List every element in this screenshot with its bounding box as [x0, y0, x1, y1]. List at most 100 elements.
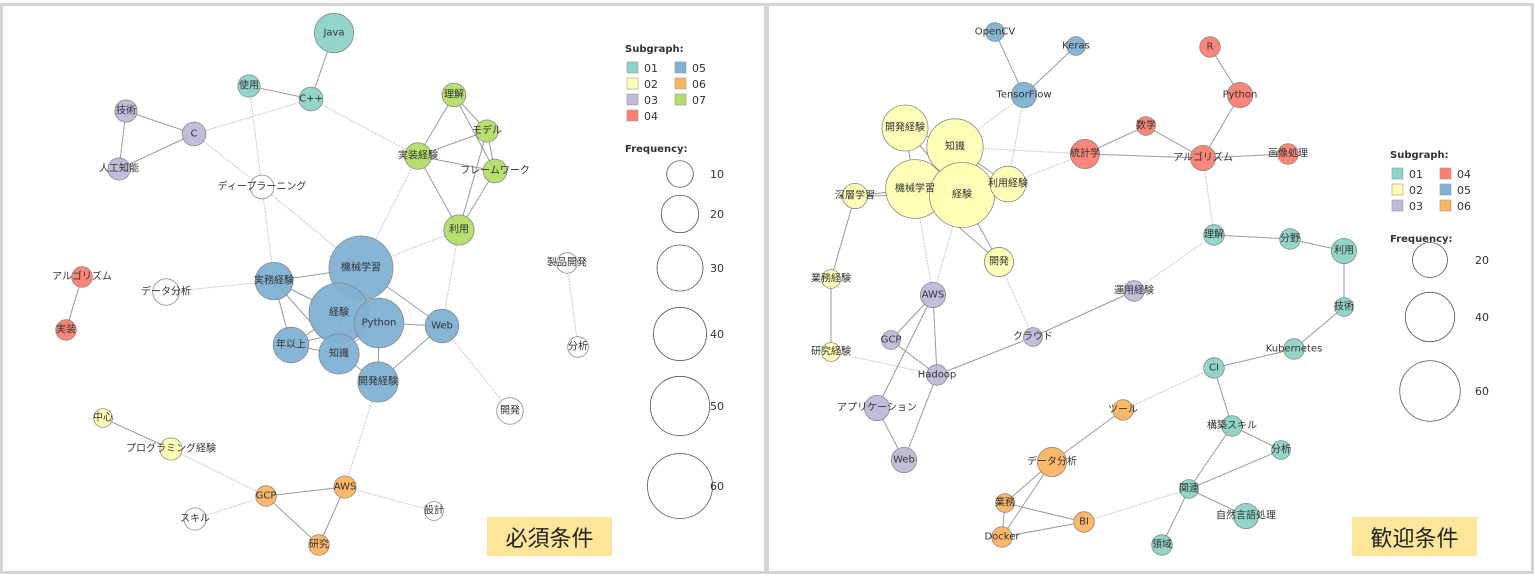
node-circle[interactable] — [1277, 143, 1299, 165]
node-circle[interactable] — [1232, 502, 1259, 529]
node-circle[interactable] — [567, 336, 589, 358]
node-circle[interactable] — [107, 157, 131, 181]
node[interactable] — [1279, 228, 1301, 250]
node[interactable] — [1203, 357, 1225, 379]
node-circle[interactable] — [249, 174, 275, 200]
node-circle[interactable] — [985, 22, 1005, 42]
node[interactable] — [183, 507, 207, 531]
node-circle[interactable] — [1226, 82, 1253, 109]
node[interactable] — [567, 336, 589, 358]
node-circle[interactable] — [1334, 297, 1354, 317]
node-circle[interactable] — [482, 158, 508, 184]
node-circle[interactable] — [1010, 82, 1037, 109]
node-circle[interactable] — [1023, 327, 1043, 347]
node[interactable] — [1136, 116, 1156, 136]
node-circle[interactable] — [1279, 228, 1301, 250]
node-circle[interactable] — [357, 361, 399, 403]
node-circle[interactable] — [1123, 280, 1145, 302]
node-circle[interactable] — [989, 165, 1027, 203]
node-circle[interactable] — [891, 446, 918, 473]
node-circle[interactable] — [441, 82, 467, 108]
node[interactable] — [1221, 415, 1243, 437]
node[interactable] — [443, 214, 475, 246]
node-circle[interactable] — [991, 526, 1013, 548]
node[interactable] — [926, 364, 948, 386]
node[interactable] — [1023, 327, 1043, 347]
node[interactable] — [1277, 143, 1299, 165]
node[interactable] — [441, 82, 467, 108]
node[interactable] — [1037, 447, 1067, 477]
node-circle[interactable] — [1112, 399, 1134, 421]
node[interactable] — [482, 158, 508, 184]
node[interactable] — [1123, 280, 1145, 302]
node-circle[interactable] — [55, 319, 77, 341]
node[interactable] — [556, 252, 578, 274]
node-circle[interactable] — [181, 121, 207, 147]
node[interactable] — [1331, 237, 1358, 264]
node[interactable] — [298, 86, 324, 112]
node-circle[interactable] — [919, 281, 946, 308]
node[interactable] — [333, 475, 357, 499]
node[interactable] — [919, 281, 946, 308]
node-circle[interactable] — [821, 342, 841, 362]
node-circle[interactable] — [475, 119, 499, 143]
node[interactable] — [995, 493, 1015, 513]
node[interactable] — [1334, 297, 1354, 317]
node[interactable] — [1070, 139, 1100, 169]
node-circle[interactable] — [1331, 237, 1358, 264]
node[interactable] — [159, 437, 183, 461]
node-circle[interactable] — [1151, 534, 1173, 556]
node[interactable] — [237, 74, 261, 98]
node-circle[interactable] — [443, 214, 475, 246]
node[interactable] — [475, 119, 499, 143]
node-circle[interactable] — [1271, 440, 1291, 460]
node[interactable] — [881, 104, 929, 152]
node[interactable] — [1283, 338, 1305, 360]
node-circle[interactable] — [152, 278, 180, 306]
node-circle[interactable] — [1136, 116, 1156, 136]
node-circle[interactable] — [881, 330, 901, 350]
node[interactable] — [1189, 144, 1216, 171]
node-circle[interactable] — [926, 364, 948, 386]
node[interactable] — [424, 501, 444, 521]
node-circle[interactable] — [1179, 479, 1199, 499]
node[interactable] — [249, 174, 275, 200]
node[interactable] — [107, 157, 131, 181]
node-circle[interactable] — [424, 501, 444, 521]
node-circle[interactable] — [353, 297, 405, 349]
node[interactable] — [891, 446, 918, 473]
node[interactable] — [821, 342, 841, 362]
node-circle[interactable] — [318, 333, 360, 375]
node[interactable] — [357, 361, 399, 403]
node-circle[interactable] — [1203, 224, 1225, 246]
node-circle[interactable] — [496, 397, 524, 425]
node-circle[interactable] — [1199, 36, 1221, 58]
node[interactable] — [55, 319, 77, 341]
node[interactable] — [71, 266, 93, 288]
node-circle[interactable] — [404, 142, 432, 170]
node-circle[interactable] — [237, 74, 261, 98]
node-circle[interactable] — [1283, 338, 1305, 360]
node[interactable] — [255, 485, 277, 507]
node[interactable] — [424, 308, 460, 344]
node-circle[interactable] — [333, 475, 357, 499]
node-circle[interactable] — [313, 12, 355, 54]
node[interactable] — [1073, 511, 1095, 533]
node[interactable] — [114, 99, 138, 123]
node[interactable] — [984, 247, 1014, 277]
node[interactable] — [1232, 502, 1259, 529]
node[interactable] — [181, 121, 207, 147]
node-circle[interactable] — [864, 394, 891, 421]
node-circle[interactable] — [1037, 447, 1067, 477]
node-circle[interactable] — [114, 99, 138, 123]
node-circle[interactable] — [183, 507, 207, 531]
node[interactable] — [1271, 440, 1291, 460]
node-circle[interactable] — [1203, 357, 1225, 379]
node[interactable] — [821, 269, 841, 289]
node[interactable] — [1179, 479, 1199, 499]
node-circle[interactable] — [255, 485, 277, 507]
node-circle[interactable] — [984, 247, 1014, 277]
node[interactable] — [1203, 224, 1225, 246]
node-circle[interactable] — [254, 261, 294, 301]
node[interactable] — [991, 526, 1013, 548]
